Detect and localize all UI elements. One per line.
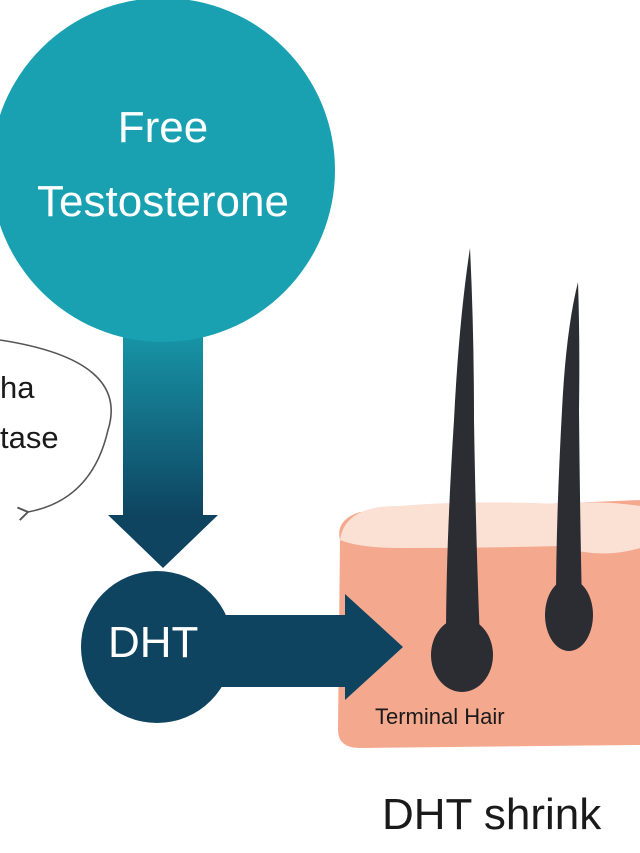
terminal-hair-follicle	[431, 248, 493, 692]
dht-label: DHT	[108, 618, 199, 667]
free-testosterone-circle	[0, 0, 335, 342]
free-label: Free	[117, 103, 209, 152]
conversion-curve-arrow	[0, 339, 112, 521]
caption-text: DHT shrink	[382, 790, 602, 839]
dht-circle	[81, 571, 233, 723]
conversion-arrow	[108, 306, 218, 568]
terminal-hair-label: Terminal Hair	[375, 704, 505, 729]
enzyme-label-line2: tase	[0, 420, 59, 455]
second-hair-follicle	[545, 282, 593, 651]
testosterone-label: Testosterone	[37, 177, 289, 226]
enzyme-label-line1: ha	[0, 370, 35, 405]
